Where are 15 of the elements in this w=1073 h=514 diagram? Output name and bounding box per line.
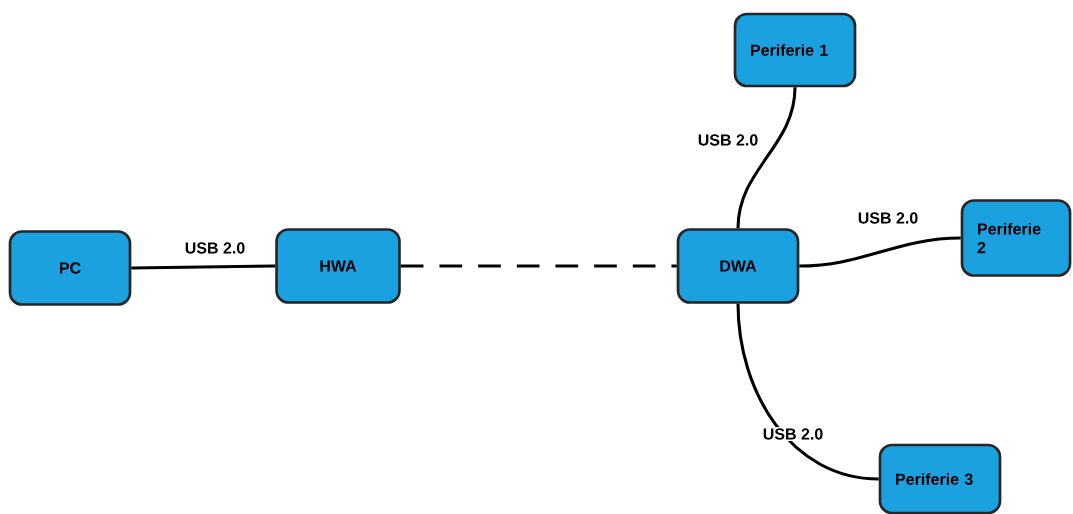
- cable-line: [736, 303, 879, 481]
- cable-line: [400, 264, 677, 268]
- edge-label: USB 2.0: [183, 241, 247, 255]
- edge-label: USB 2.0: [696, 133, 760, 147]
- edge-label: USB 2.0: [856, 211, 920, 225]
- device-box: Periferie 1: [733, 12, 857, 88]
- device-box: DWA: [676, 228, 800, 304]
- device-box: Periferie 2: [960, 199, 1072, 277]
- cable-line: [799, 236, 961, 268]
- device-box: HWA: [275, 228, 401, 304]
- device-box: Periferie 3: [878, 443, 1002, 514]
- edge-label: USB 2.0: [761, 427, 825, 441]
- cable-line: [131, 264, 276, 270]
- device-box: PC: [8, 230, 132, 306]
- cable-line: [736, 87, 797, 229]
